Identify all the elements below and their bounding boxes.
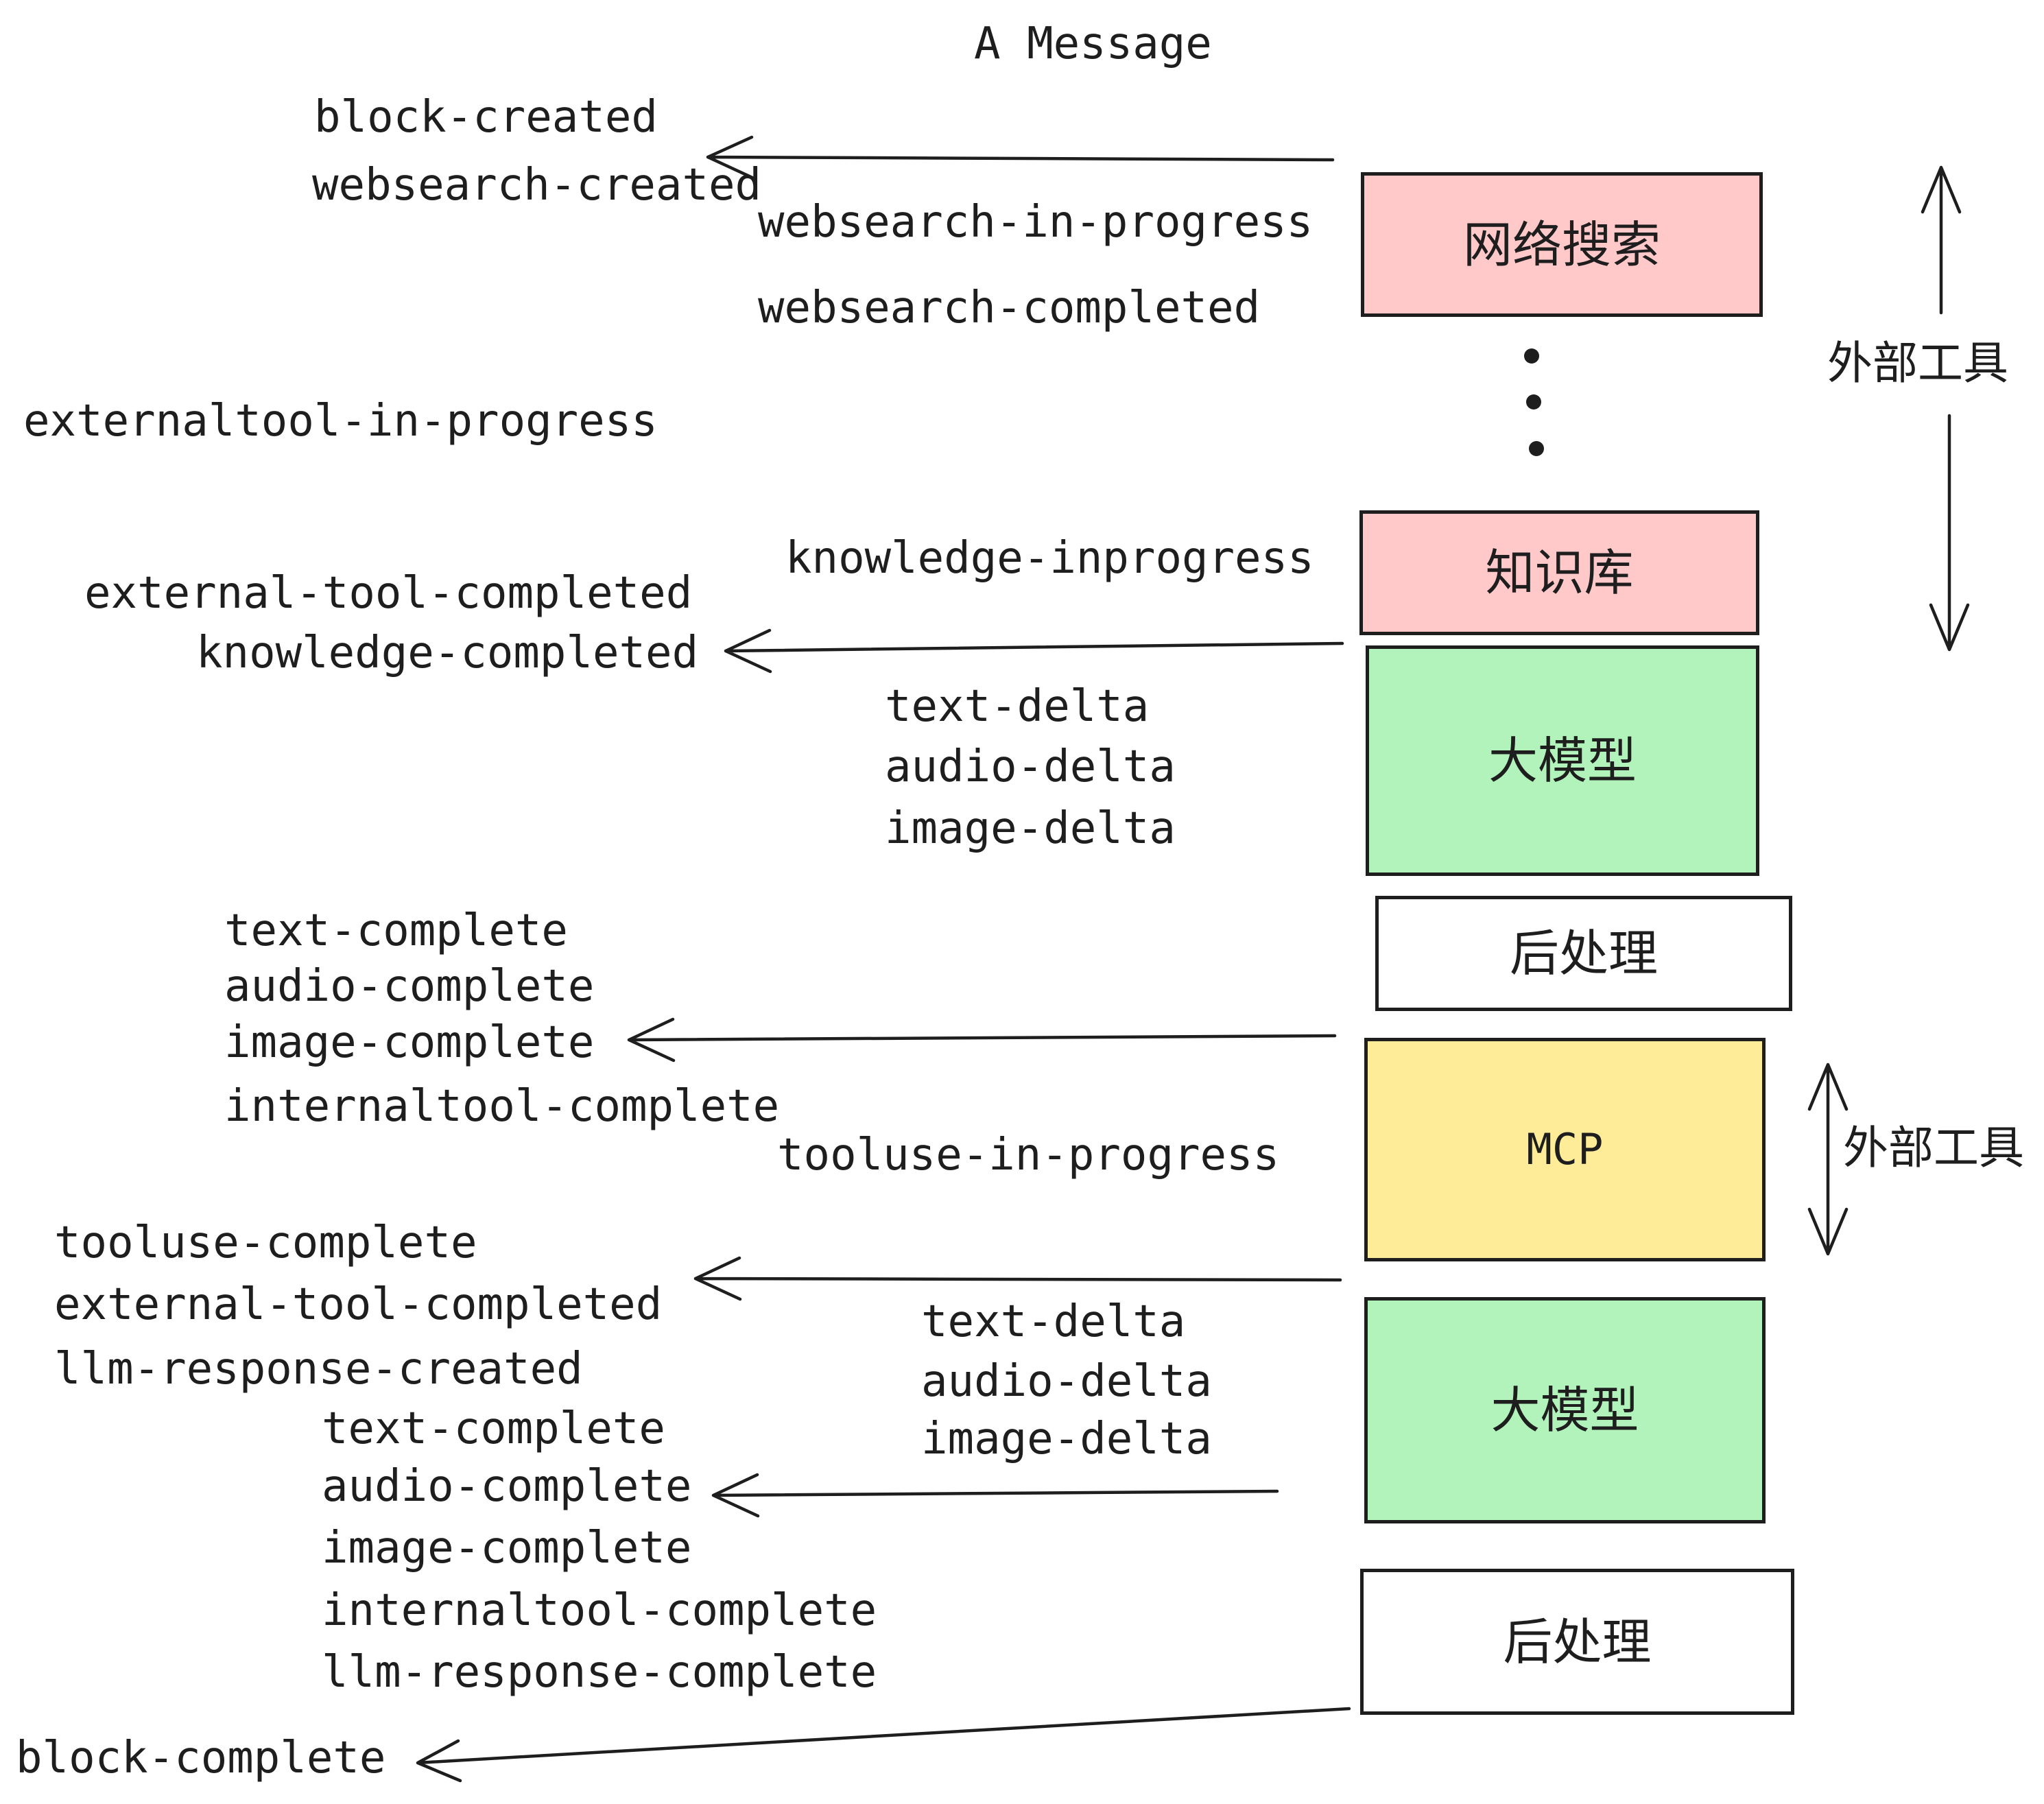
arrow-up-icon [1921, 165, 1962, 315]
llm-box-2: 大模型 [1364, 1297, 1766, 1523]
postprocess-box-2: 后处理 [1360, 1569, 1794, 1715]
external-tools-label-2: 外部工具 [1843, 1121, 2024, 1174]
event-llm-response-complete: llm-response-complete [322, 1647, 877, 1698]
postprocess-box-1-label: 后处理 [1509, 925, 1658, 982]
event-audio-delta-2: audio-delta [921, 1356, 1212, 1407]
event-internaltool-complete-2: internaltool-complete [322, 1585, 877, 1636]
event-externaltool-in-progress: externaltool-in-progress [23, 396, 658, 447]
knowledge-box-label: 知识库 [1485, 544, 1634, 602]
event-tooluse-complete: tooluse-complete [54, 1218, 477, 1268]
websearch-box: 网络搜索 [1361, 172, 1763, 317]
event-websearch-completed: websearch-completed [758, 283, 1261, 333]
mcp-box-label: MCP [1526, 1124, 1604, 1174]
event-text-complete-2: text-complete [322, 1403, 665, 1454]
event-audio-complete-1: audio-complete [224, 961, 595, 1012]
arrow-left-icon [711, 1473, 1279, 1518]
event-knowledge-inprogress: knowledge-inprogress [785, 533, 1314, 584]
event-external-tool-completed-1: external-tool-completed [84, 568, 693, 619]
postprocess-box-2-label: 后处理 [1503, 1613, 1652, 1671]
event-image-complete-2: image-complete [322, 1523, 692, 1574]
event-internaltool-complete-1: internaltool-complete [224, 1081, 780, 1132]
postprocess-box-1: 后处理 [1375, 896, 1792, 1011]
ellipsis-dot [1524, 348, 1539, 364]
event-audio-delta-1: audio-delta [885, 741, 1176, 792]
event-image-delta-2: image-delta [921, 1414, 1212, 1464]
arrow-left-icon [693, 1256, 1342, 1301]
arrow-left-icon [724, 628, 1344, 674]
arrow-down-icon [1929, 414, 1970, 652]
event-text-delta-2: text-delta [921, 1296, 1186, 1347]
llm-box-1-label: 大模型 [1488, 732, 1637, 790]
arrow-up-down-icon [1807, 1063, 1849, 1256]
ellipsis-dot [1529, 441, 1544, 456]
event-block-created: block-created [314, 92, 658, 143]
event-websearch-created: websearch-created [312, 160, 762, 211]
arrow-left-icon [706, 135, 1335, 180]
arrow-left-icon [627, 1017, 1337, 1063]
event-block-complete: block-complete [16, 1733, 386, 1783]
event-image-complete-1: image-complete [224, 1017, 595, 1068]
event-knowledge-completed: knowledge-completed [196, 628, 699, 678]
arrow-left-icon [416, 1707, 1351, 1783]
llm-box-1: 大模型 [1366, 645, 1759, 876]
event-llm-response-created: llm-response-created [54, 1344, 583, 1394]
event-text-delta-1: text-delta [885, 681, 1150, 732]
event-websearch-in-progress: websearch-in-progress [758, 197, 1314, 248]
llm-box-2-label: 大模型 [1490, 1381, 1639, 1439]
event-audio-complete-2: audio-complete [322, 1461, 692, 1512]
knowledge-box: 知识库 [1359, 510, 1759, 635]
diagram-title: A Message [974, 19, 1212, 69]
event-external-tool-completed-2: external-tool-completed [54, 1279, 663, 1330]
event-tooluse-in-progress: tooluse-in-progress [777, 1130, 1280, 1180]
event-text-complete-1: text-complete [224, 905, 568, 956]
event-image-delta-1: image-delta [885, 803, 1176, 854]
websearch-box-label: 网络搜索 [1462, 215, 1661, 274]
ellipsis-dot [1526, 394, 1541, 410]
external-tools-label-1: 外部工具 [1827, 337, 2008, 390]
mcp-box: MCP [1364, 1038, 1766, 1261]
